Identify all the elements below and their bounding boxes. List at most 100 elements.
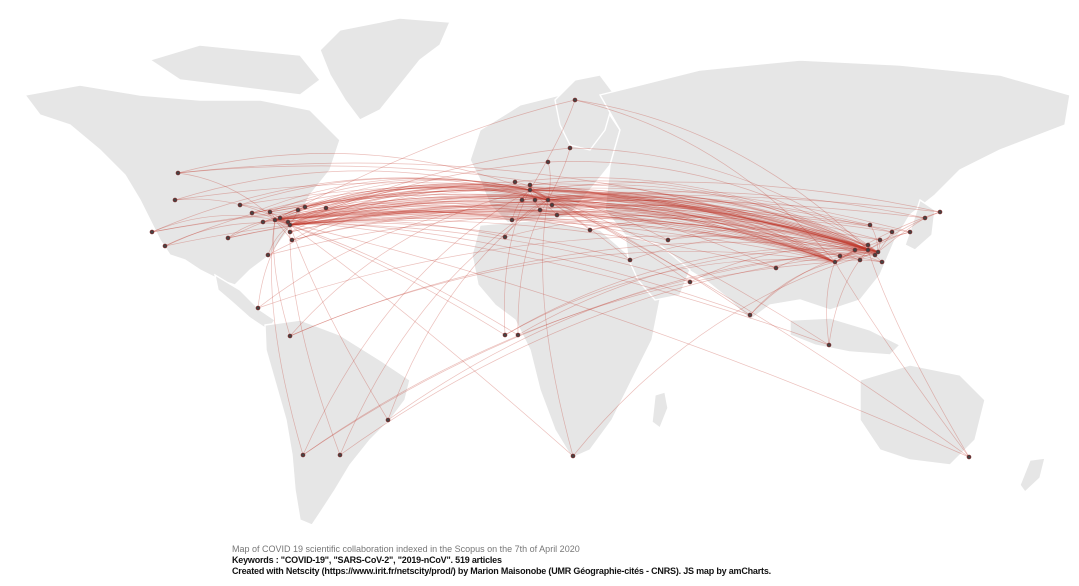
city-node: [554, 212, 560, 218]
collaboration-link: [164, 188, 549, 247]
collaboration-link: [304, 186, 869, 251]
collaboration-link: [289, 184, 531, 226]
collaboration-link: [547, 199, 841, 257]
collaboration-link: [574, 99, 836, 263]
collaboration-link: [289, 220, 506, 238]
city-node: [287, 222, 293, 228]
collaboration-link: [547, 161, 879, 253]
collaboration-link: [529, 184, 879, 253]
collaboration-link: [164, 209, 879, 253]
collaboration-link: [834, 251, 879, 263]
city-node: [875, 249, 881, 255]
collaboration-link: [551, 197, 879, 253]
collaboration-link: [529, 189, 591, 231]
collaboration-link: [297, 188, 879, 253]
city-node: [289, 237, 295, 243]
collaboration-link: [274, 195, 549, 221]
collaboration-link: [289, 224, 691, 283]
arctic-islands-shape: [148, 44, 321, 96]
city-node: [237, 202, 243, 208]
collaboration-link: [269, 178, 531, 213]
collaboration-link: [839, 250, 879, 257]
collaboration-link: [274, 184, 531, 221]
collaboration-link: [304, 190, 836, 263]
collaboration-link: [834, 254, 876, 263]
collaboration-link: [547, 199, 869, 251]
collaboration-link: [289, 161, 549, 226]
city-node: [852, 247, 858, 253]
collaboration-link: [274, 187, 549, 221]
city-node: [665, 237, 671, 243]
collaboration-link: [289, 218, 836, 263]
collaboration-link: [529, 181, 941, 213]
collaboration-link: [504, 214, 879, 253]
city-node: [889, 229, 895, 235]
collaboration-link: [529, 187, 911, 233]
city-node: [826, 342, 832, 348]
collaboration-link: [504, 199, 549, 238]
collaboration-link: [274, 205, 558, 221]
collaboration-link: [629, 236, 879, 261]
city-node: [922, 215, 928, 221]
collaboration-link: [267, 214, 879, 256]
scandinavia-shape: [554, 74, 616, 151]
collaboration-link: [177, 165, 836, 263]
collaboration-link: [289, 224, 519, 336]
city-node: [832, 259, 838, 265]
city-node: [857, 257, 863, 263]
collaboration-link: [547, 196, 893, 233]
collaboration-link: [274, 194, 941, 221]
collaboration-link: [877, 217, 926, 253]
collaboration-link: [262, 196, 879, 253]
collaboration-link: [529, 189, 751, 316]
collaboration-link: [556, 209, 836, 263]
collaboration-link: [504, 259, 836, 336]
city-node: [287, 333, 293, 339]
collaboration-link: [271, 219, 304, 456]
collaboration-link: [274, 209, 513, 221]
city-node: [172, 197, 178, 203]
collaboration-link: [387, 199, 549, 421]
collaboration-link: [289, 203, 871, 226]
collaboration-link: [289, 198, 536, 226]
south-america-shape: [264, 319, 411, 526]
collaboration-link: [529, 189, 883, 263]
collaboration-link: [274, 209, 869, 246]
collaboration-link: [289, 220, 777, 269]
collaboration-link: [302, 261, 836, 456]
japan-shape: [904, 198, 936, 251]
collaboration-link: [289, 200, 926, 226]
greenland-shape: [319, 17, 452, 121]
collaboration-link: [289, 189, 531, 337]
collaboration-link: [274, 210, 856, 251]
indonesia-shape: [789, 317, 902, 356]
city-node: [549, 202, 555, 208]
collaboration-link: [267, 196, 549, 256]
collaboration-link: [867, 211, 941, 251]
collaboration-link: [574, 99, 869, 251]
central-america-shape: [214, 273, 276, 331]
city-node: [337, 452, 343, 458]
collaboration-link: [529, 189, 869, 246]
collaboration-link: [279, 193, 879, 253]
collaboration-link: [529, 183, 836, 263]
city-node: [162, 243, 168, 249]
collaboration-link: [239, 185, 879, 253]
collaboration-link: [867, 231, 911, 251]
collaboration-link: [274, 212, 876, 256]
city-node: [175, 170, 181, 176]
collaboration-link: [291, 187, 531, 241]
collaboration-link: [529, 189, 876, 256]
collaboration-link: [151, 206, 836, 263]
collaboration-link: [289, 147, 571, 226]
city-node: [287, 229, 293, 235]
collaboration-link: [274, 99, 576, 221]
collaboration-link: [289, 214, 869, 251]
collaboration-link: [547, 195, 871, 226]
collaboration-link: [589, 223, 836, 263]
city-node: [747, 312, 753, 318]
collaboration-link: [251, 177, 531, 214]
city-node: [527, 182, 533, 188]
collaboration-link: [547, 199, 631, 261]
collaboration-link: [289, 207, 327, 226]
